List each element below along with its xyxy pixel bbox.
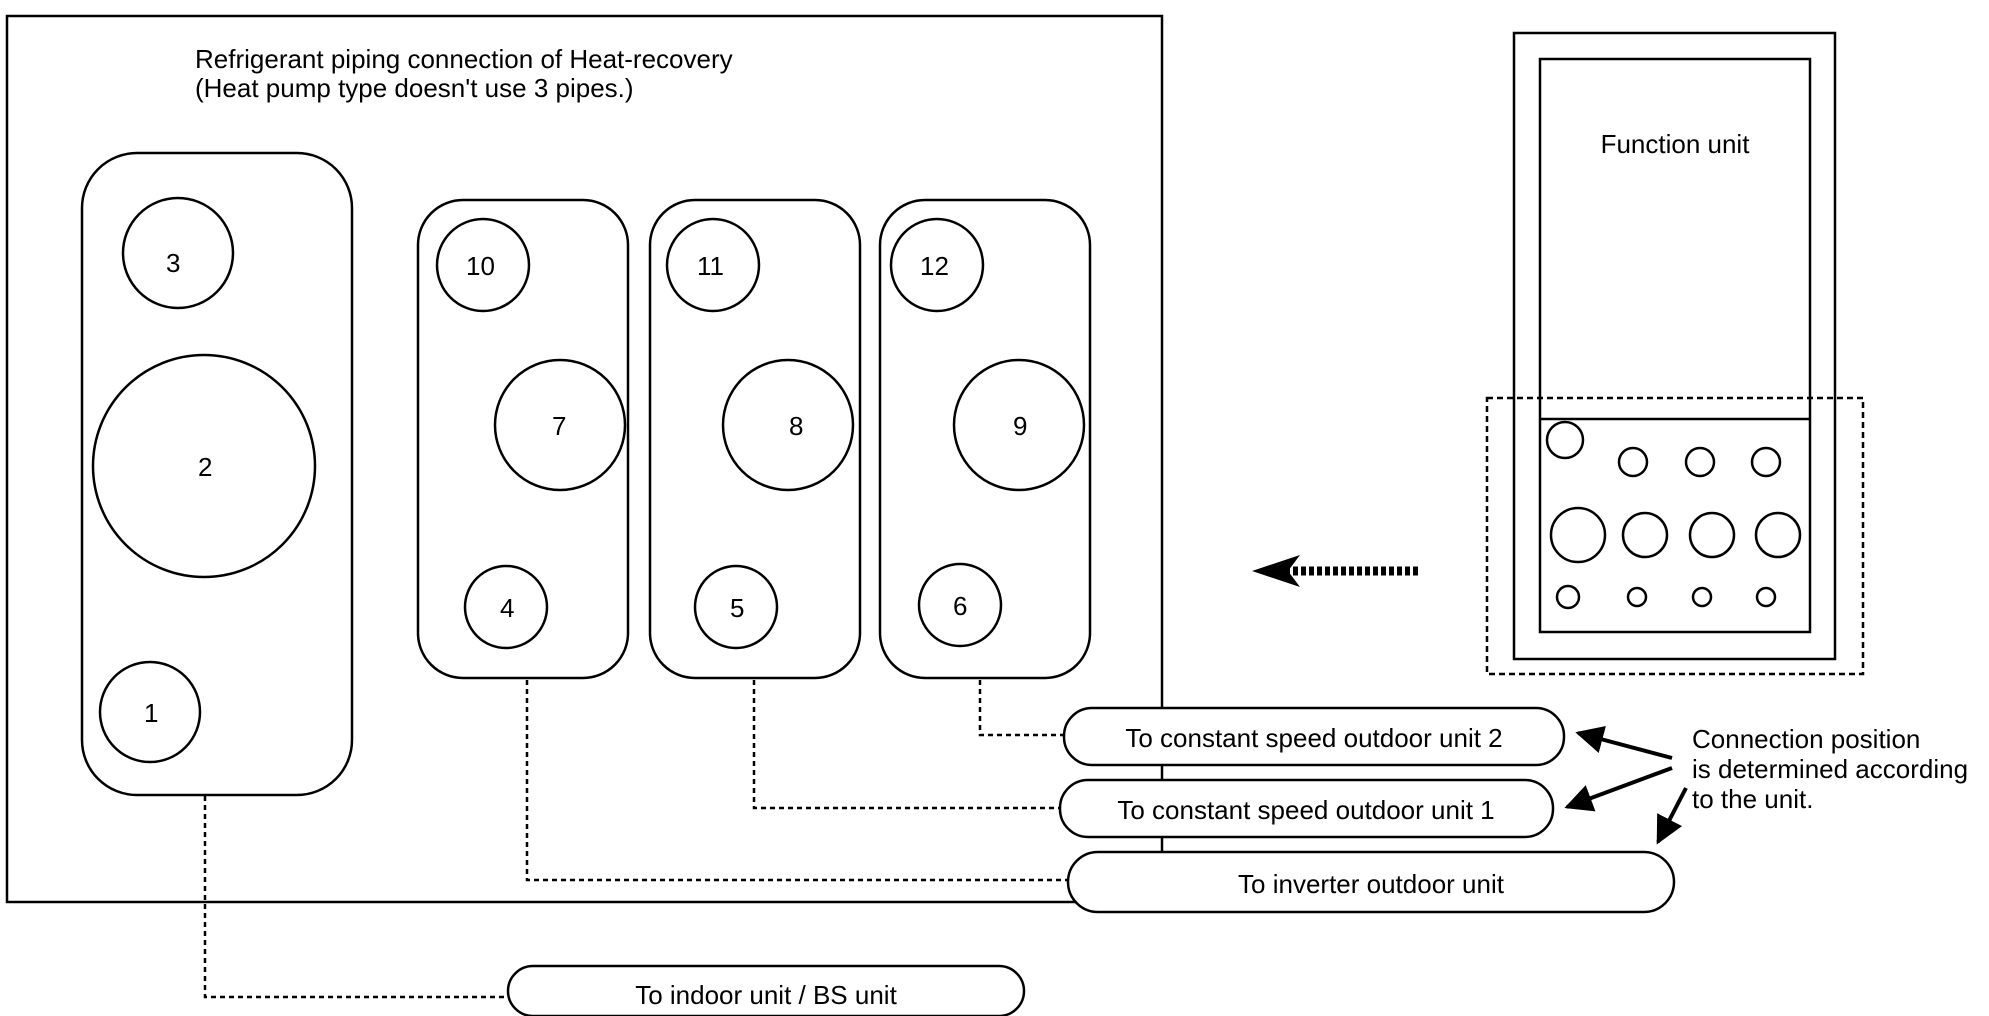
fu-port-circle (1549, 506, 1607, 564)
port-9-label: 9 (1013, 411, 1027, 441)
title-line-2: (Heat pump type doesn't use 3 pipes.) (195, 73, 634, 103)
port-1-circle (98, 660, 202, 764)
fu-port-circle (1621, 511, 1669, 559)
pill-indoor-label: To indoor unit / BS unit (635, 980, 897, 1010)
line-port6-to-constant2 (978, 680, 1064, 737)
note-line-2: is determined according (1692, 754, 1968, 784)
port-2-circle (91, 353, 317, 579)
direction-arrow (1252, 555, 1418, 587)
line-port5-to-constant1 (752, 680, 1060, 810)
note-line-1: Connection position (1692, 724, 1920, 754)
port-4-circle (463, 564, 549, 650)
port-10-label: 10 (466, 251, 495, 281)
note-arrows (1564, 725, 1688, 845)
port-11-circle (665, 217, 761, 313)
port-12-circle (889, 217, 985, 313)
port-7-label: 7 (552, 411, 566, 441)
arrow-to-constant-2 (1575, 725, 1673, 760)
connection-lines (203, 680, 1068, 999)
direction-arrow-head (1252, 555, 1300, 587)
fu-port-circle (1684, 446, 1716, 478)
port-7-circle (493, 358, 627, 492)
port-10-circle (435, 217, 531, 313)
arrow-to-inverter (1656, 787, 1688, 845)
pill-constant-1-label: To constant speed outdoor unit 1 (1117, 795, 1494, 825)
main-frame (5, 14, 1164, 904)
port-1-label: 1 (144, 698, 158, 728)
pill-inverter (1066, 850, 1676, 914)
fu-port-circle (1555, 584, 1581, 610)
port-2-label: 2 (198, 452, 212, 482)
fu-port-circle (1755, 586, 1777, 608)
port-3-label: 3 (166, 248, 180, 278)
fu-port-circle (1545, 420, 1585, 460)
fu-port-circle (1617, 446, 1649, 478)
port-3-circle (121, 196, 235, 310)
port-5-circle (693, 564, 779, 650)
arrow-to-constant-1 (1564, 766, 1673, 812)
port-11-label: 11 (697, 251, 724, 281)
function-unit: Function unit (1485, 31, 1865, 676)
pill-constant-2 (1062, 706, 1566, 767)
function-unit-port-area (1485, 396, 1865, 676)
port-12-label: 12 (920, 251, 949, 281)
port-8-label: 8 (789, 411, 803, 441)
function-unit-inner (1538, 57, 1812, 634)
port-8-circle (721, 358, 855, 492)
port-9-circle (952, 358, 1086, 492)
line-port4-to-inverter (525, 680, 1068, 882)
pill-indoor (506, 964, 1026, 1016)
title-line-1: Refrigerant piping connection of Heat-re… (195, 44, 733, 74)
function-unit-label: Function unit (1601, 129, 1751, 159)
fu-port-circle (1754, 511, 1802, 559)
fu-port-circle (1626, 586, 1648, 608)
function-unit-port-circles (1545, 420, 1802, 610)
port-5-label: 5 (730, 593, 744, 623)
fu-port-circle (1688, 511, 1736, 559)
port-6-label: 6 (953, 591, 967, 621)
note-line-3: to the unit. (1692, 784, 1813, 814)
port-6-circle (917, 562, 1003, 648)
line-port1-to-indoor (203, 796, 508, 999)
fu-port-circle (1750, 446, 1782, 478)
pill-constant-2-label: To constant speed outdoor unit 2 (1125, 723, 1502, 753)
pill-constant-1 (1058, 778, 1555, 839)
port-4-label: 4 (500, 593, 514, 623)
pill-inverter-label: To inverter outdoor unit (1238, 869, 1505, 899)
fu-port-circle (1691, 586, 1713, 608)
